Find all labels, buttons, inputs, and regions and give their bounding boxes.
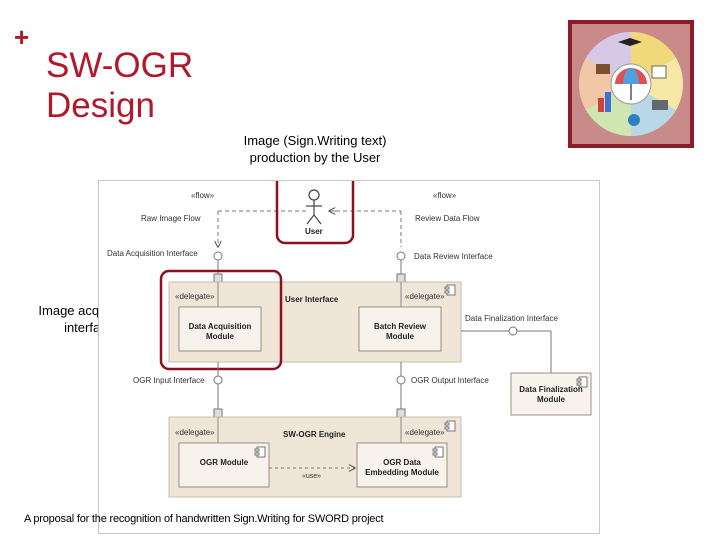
- component-diagram-svg: «flow» Raw Image Flow «flow» Review Data…: [107, 171, 592, 498]
- review-flow-stereotype: «flow»: [433, 191, 457, 200]
- data-finalization-module: [510, 372, 592, 416]
- ogr-output-interface-label: OGR Output Interface: [411, 376, 489, 385]
- raw-flow-stereotype: «flow»: [191, 191, 215, 200]
- embed-line-2: Embedding Module: [365, 468, 439, 477]
- ogr-output-port-icon: [396, 408, 406, 418]
- slide-title: SW-OGR Design: [46, 46, 193, 126]
- callout-top-line-1: Image (Sign.Writing text): [243, 133, 387, 148]
- title-line-2: Design: [46, 86, 155, 125]
- ogr-module: [178, 442, 270, 488]
- user-label: User: [305, 227, 323, 236]
- finalization-socket-icon: [508, 326, 518, 336]
- review-flow-label: Review Data Flow: [415, 214, 480, 223]
- dfm-line-1: Data Finalization: [519, 385, 583, 394]
- ogr-output-socket-icon: [396, 375, 406, 385]
- title-line-1: SW-OGR: [46, 46, 194, 85]
- embedding-module-icon: [432, 446, 444, 458]
- ogr-input-port-icon: [213, 408, 223, 418]
- user-actor-icon: [306, 189, 322, 225]
- acq-socket-icon: [213, 251, 223, 283]
- sw-ogr-engine-title: SW-OGR Engine: [283, 430, 346, 439]
- data-acquisition-interface-label: Data Acquisition Interface: [107, 249, 198, 258]
- acquisition-highlight-box: [159, 269, 283, 371]
- dfm-line-2: Module: [537, 395, 566, 404]
- ui-delegate-right: «delegate»: [405, 292, 445, 301]
- component-diagram: «flow» Raw Image Flow «flow» Review Data…: [98, 171, 600, 534]
- embed-line-1: OGR Data: [383, 458, 421, 467]
- review-socket-icon: [396, 251, 406, 283]
- brm-line-1: Batch Review: [374, 322, 427, 331]
- engine-component-icon: [444, 420, 456, 432]
- batch-review-module: [358, 306, 442, 352]
- ogr-input-socket-icon: [213, 375, 223, 385]
- data-acquisition-module: [178, 306, 262, 352]
- data-review-interface-label: Data Review Interface: [414, 252, 493, 261]
- brm-line-2: Module: [386, 332, 415, 341]
- ogr-data-embedding-module: [356, 442, 448, 488]
- eng-delegate-right: «delegate»: [405, 428, 445, 437]
- callout-top-line-2: production by the User: [249, 150, 381, 165]
- eng-delegate-left: «delegate»: [175, 428, 215, 437]
- ogr-input-interface-label: OGR Input Interface: [133, 376, 205, 385]
- user-interface-title: User Interface: [285, 295, 339, 304]
- callout-user-production: Image (Sign.Writing text) production by …: [200, 132, 430, 166]
- ogr-module-icon: [254, 446, 266, 458]
- data-finalization-interface-label: Data Finalization Interface: [465, 314, 558, 323]
- use-stereotype: «use»: [302, 473, 321, 480]
- raw-flow-label: Raw Image Flow: [141, 214, 201, 223]
- ogr-module-label: OGR Module: [200, 458, 249, 467]
- ui-delegate-left: «delegate»: [175, 292, 215, 301]
- dam-line-1: Data Acquisition: [189, 322, 252, 331]
- dfm-component-icon: [576, 376, 588, 388]
- dam-line-2: Module: [206, 332, 235, 341]
- slide-footer: A proposal for the recognition of handwr…: [24, 513, 384, 525]
- ui-component-icon: [444, 284, 456, 296]
- bullet-plus: +: [14, 22, 30, 52]
- project-logo-icon: [568, 20, 694, 148]
